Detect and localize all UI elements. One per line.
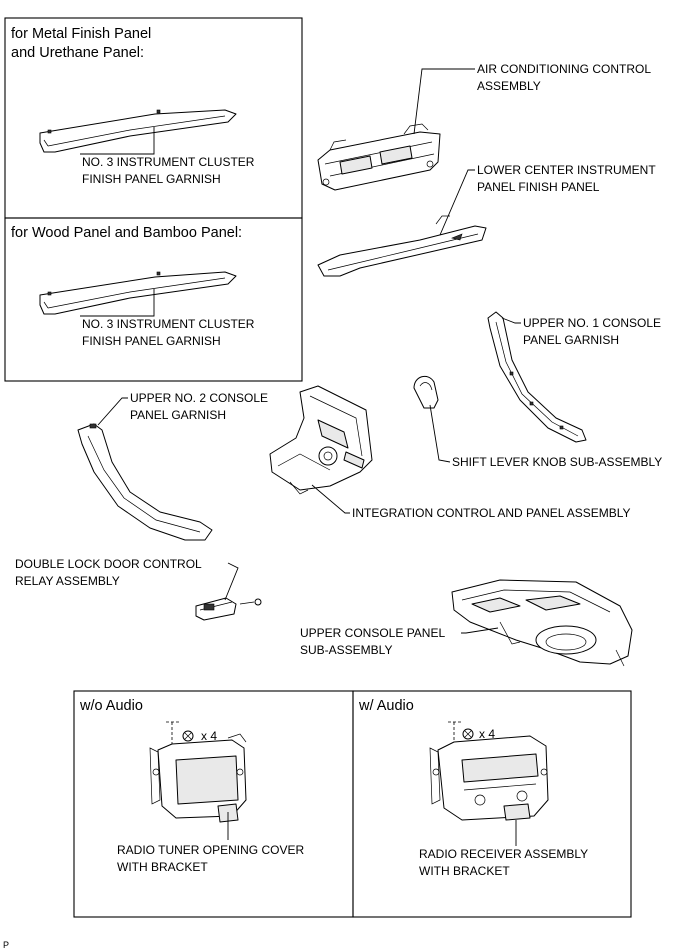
lower-center-instrument-panel-finish-panel [317, 215, 487, 277]
upper-no2-leader-line [97, 397, 128, 426]
upper-console-panel-label-line1: UPPER CONSOLE PANEL [300, 626, 445, 640]
upper-no1-leader-line [501, 317, 521, 324]
integration-control-and-panel-assembly [269, 385, 373, 495]
lower-center-leader-line [439, 169, 475, 236]
double-lock-door-control-relay-assembly [195, 597, 262, 621]
shift-lever-knob-sub-assembly [413, 375, 439, 409]
shift-lever-leader-line [429, 404, 451, 463]
double-lock-label-line1: DOUBLE LOCK DOOR CONTROL [15, 557, 202, 571]
radio-tuner-label-line1: RADIO TUNER OPENING COVER [117, 843, 304, 857]
garnish-b-leader-line [80, 289, 155, 317]
figure-code: P [3, 940, 9, 950]
upper-no2-console-label-line2: PANEL GARNISH [130, 408, 226, 422]
w-audio-box [352, 690, 632, 918]
air-conditioning-leader-line [413, 68, 475, 135]
wo-audio-fastener-count: x 4 [201, 729, 217, 743]
double-lock-label-line2: RELAY ASSEMBLY [15, 574, 120, 588]
double-lock-leader-line [224, 562, 239, 601]
w-audio-fastener-count: x 4 [479, 727, 495, 741]
garnish-a-leader-line [80, 127, 155, 155]
no3-garnish-a-label-line2: FINISH PANEL GARNISH [82, 172, 221, 186]
integration-control-label: INTEGRATION CONTROL AND PANEL ASSEMBLY [352, 506, 631, 520]
radio-tuner-label-line2: WITH BRACKET [117, 860, 208, 874]
w-audio-header: w/ Audio [358, 698, 414, 714]
radio-tuner-opening-cover-with-bracket [149, 721, 247, 823]
no3-garnish-b-label-line2: FINISH PANEL GARNISH [82, 334, 221, 348]
air-conditioning-label-line2: ASSEMBLY [477, 79, 541, 93]
no3-garnish-b-label-line1: NO. 3 INSTRUMENT CLUSTER [82, 317, 255, 331]
metal-finish-header-line2: and Urethane Panel: [11, 45, 144, 61]
no3-garnish-a-label-line1: NO. 3 INSTRUMENT CLUSTER [82, 155, 255, 169]
lower-center-label-line1: LOWER CENTER INSTRUMENT [477, 163, 656, 177]
radio-receiver-label-line1: RADIO RECEIVER ASSEMBLY [419, 847, 588, 861]
no3-instrument-cluster-garnish-a [39, 109, 237, 153]
upper-no2-console-label-line1: UPPER NO. 2 CONSOLE [130, 391, 268, 405]
no3-instrument-cluster-garnish-b [39, 271, 237, 315]
upper-no2-console-panel-garnish [77, 423, 213, 541]
lower-center-label-line2: PANEL FINISH PANEL [477, 180, 600, 194]
upper-no1-console-label-line2: PANEL GARNISH [523, 333, 619, 347]
upper-no1-console-panel-garnish [487, 311, 587, 443]
air-conditioning-label-line1: AIR CONDITIONING CONTROL [477, 62, 651, 76]
upper-console-panel-leader-line [461, 627, 499, 634]
upper-console-panel-label-line2: SUB-ASSEMBLY [300, 643, 392, 657]
wood-bamboo-panel-box [4, 217, 303, 382]
radio-receiver-assembly-with-bracket [429, 721, 549, 821]
upper-no1-console-label-line1: UPPER NO. 1 CONSOLE [523, 316, 661, 330]
wood-bamboo-header: for Wood Panel and Bamboo Panel: [11, 225, 242, 241]
shift-lever-label: SHIFT LEVER KNOB SUB-ASSEMBLY [452, 455, 662, 469]
upper-console-panel-sub-assembly [451, 579, 633, 667]
metal-finish-header-line1: for Metal Finish Panel [11, 26, 151, 42]
wo-audio-header: w/o Audio [79, 698, 143, 714]
integration-control-leader-line [311, 484, 350, 514]
air-conditioning-control-assembly [317, 123, 441, 191]
radio-receiver-label-line2: WITH BRACKET [419, 864, 510, 878]
